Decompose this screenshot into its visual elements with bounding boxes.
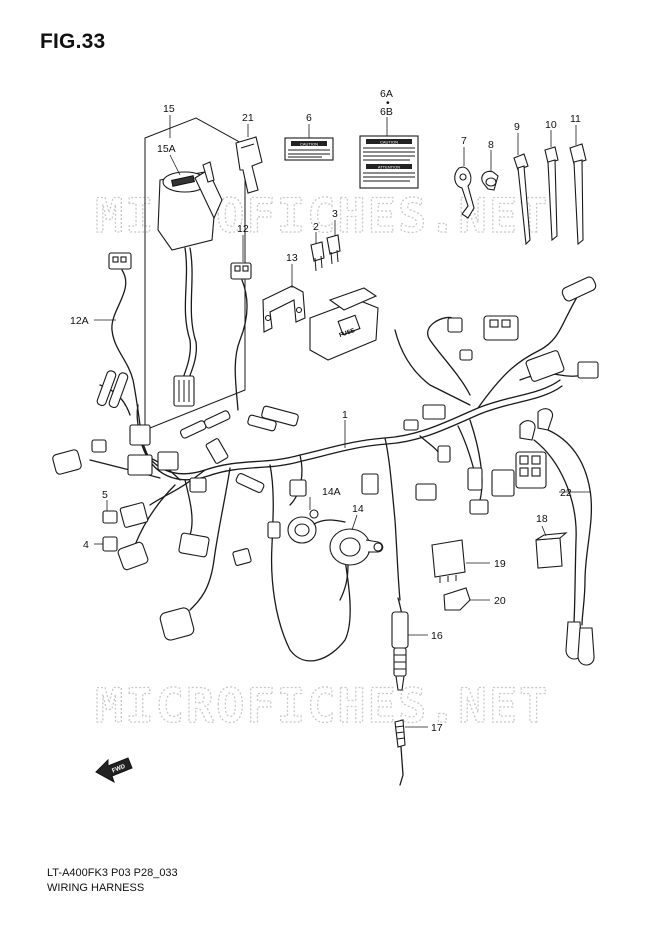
watermark-bottom: MICROFICHES.NET: [95, 679, 549, 734]
part-9-cable-tie: [513, 153, 531, 246]
label-4: 4: [83, 539, 89, 551]
part-16-sensor: [391, 597, 409, 691]
attention-text: ATTENTION: [378, 164, 400, 169]
label-5: 5: [102, 489, 108, 501]
label-3: 3: [332, 208, 338, 220]
label-14: 14: [352, 503, 364, 515]
leader-lines: [94, 115, 591, 728]
part-14-socket: [329, 528, 384, 601]
part-18-relay: [535, 532, 568, 569]
label-13: 13: [286, 252, 298, 264]
part-17-part: [394, 719, 406, 786]
label-2: 2: [313, 221, 319, 233]
label-12: 12: [237, 223, 249, 235]
label-7: 7: [461, 135, 467, 147]
label-11: 11: [570, 113, 581, 125]
part-12a-connector: [108, 252, 141, 426]
part-2-fuse: [310, 241, 325, 272]
part-6b-attention-label: CAUTION ATTENTION: [359, 135, 419, 189]
label-10: 10: [545, 119, 557, 131]
label-6b: 6B: [380, 106, 393, 118]
figure-code: LT-A400FK3 P03 P28_033: [47, 867, 178, 879]
part-3-fuse: [326, 234, 341, 265]
label-6: 6: [306, 112, 312, 124]
svg-text:CAUTION: CAUTION: [380, 139, 398, 144]
label-14a: 14A: [322, 486, 341, 498]
label-19: 19: [494, 558, 506, 570]
part-12-connector: [230, 262, 252, 411]
label-20: 20: [494, 595, 506, 607]
label-9: 9: [514, 121, 520, 133]
label-8: 8: [488, 139, 494, 151]
svg-text:FWD: FWD: [111, 764, 127, 775]
part-15-ignition-switch: [144, 117, 246, 431]
label-1: 1: [342, 409, 348, 421]
label-17: 17: [431, 722, 443, 734]
part-22-lead: [519, 408, 595, 666]
label-16: 16: [431, 630, 443, 642]
part-8-clamp: [481, 170, 499, 191]
label-6a: 6A: [380, 88, 393, 100]
part-19-part: [431, 539, 466, 583]
figure-title: FIG.33: [40, 30, 106, 53]
callout-labels: 15 15A 21 6 6A • 6B 7 8 9 10 11 2 3 12 1…: [70, 88, 581, 734]
fuse-text: FUSE: [339, 328, 356, 339]
part-20-bracket: [443, 587, 471, 611]
part-11-cable-tie: [569, 143, 587, 246]
part-14a-bulb: [287, 509, 346, 544]
fwd-arrow-icon: FWD: [95, 757, 133, 784]
label-12a: 12A: [70, 315, 89, 327]
label-6-bullet: •: [386, 97, 390, 109]
label-18: 18: [536, 513, 548, 525]
harness-connectors: [52, 276, 599, 641]
part-6-caution-label: CAUTION: [284, 137, 334, 161]
fuse-box: FUSE: [309, 287, 379, 361]
label-15: 15: [163, 103, 175, 115]
label-21: 21: [242, 112, 254, 124]
part-4-connector: [102, 536, 118, 552]
part-13-bracket: [262, 285, 306, 333]
part-5-connector: [102, 510, 118, 524]
part-7-clamp: [454, 166, 475, 219]
label-15a: 15A: [157, 143, 176, 155]
figure-name: WIRING HARNESS: [47, 882, 145, 894]
caution-text: CAUTION: [300, 142, 318, 147]
part-21-key: [235, 136, 263, 194]
part-10-cable-tie: [544, 146, 559, 242]
label-22: 22: [560, 487, 572, 499]
